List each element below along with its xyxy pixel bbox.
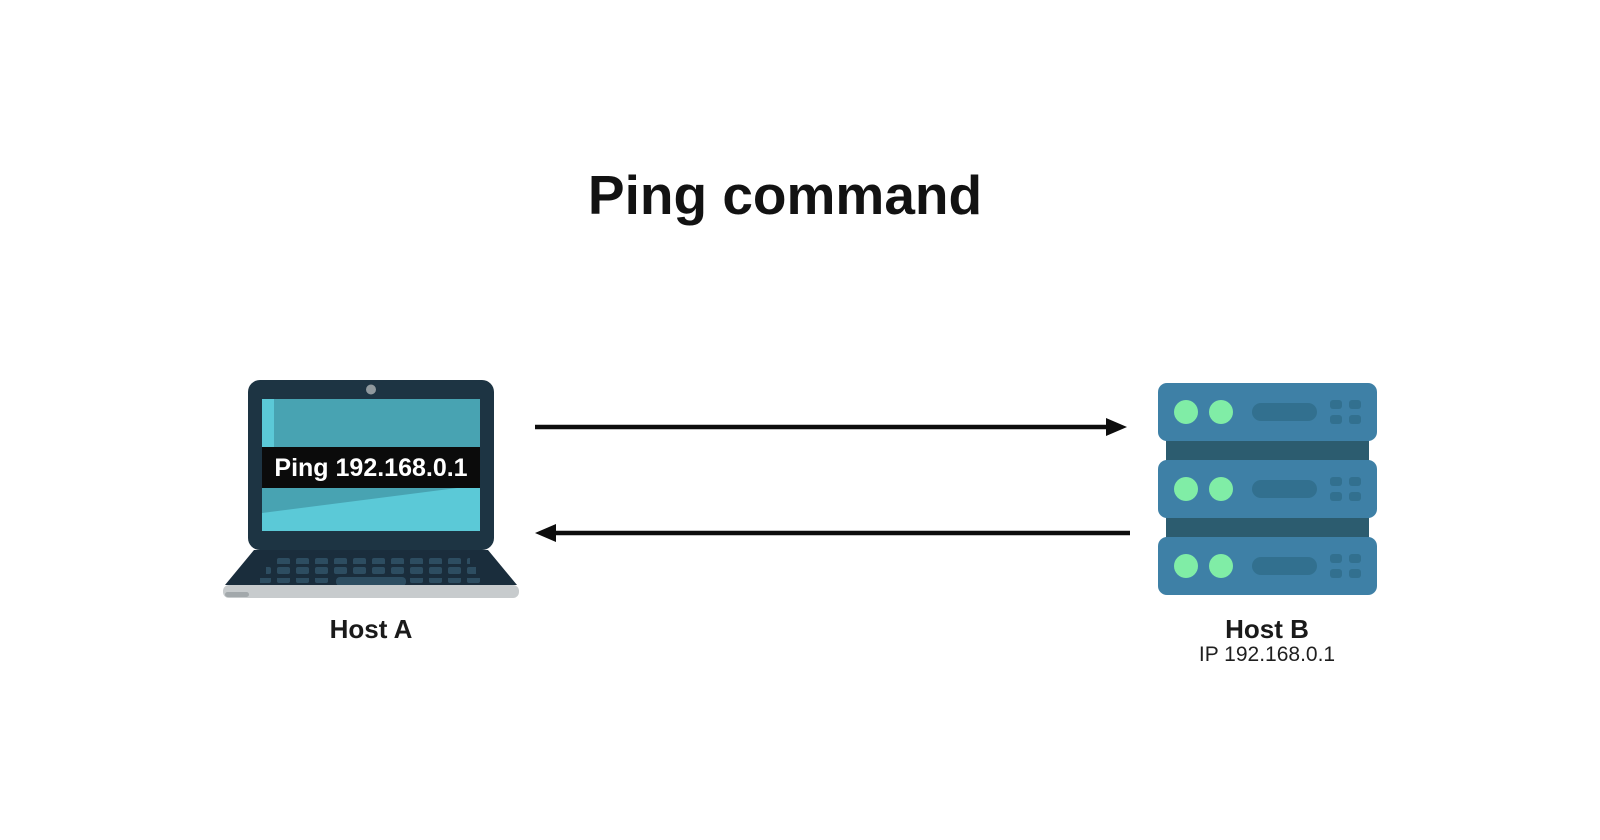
ping-request-arrowhead xyxy=(1106,418,1127,436)
server-vent-dot xyxy=(1330,554,1342,563)
laptop-bottom-edge xyxy=(223,585,519,598)
server-vent-dot xyxy=(1349,569,1361,578)
host-a-device: Ping 192.168.0.1 xyxy=(220,378,520,600)
ping-banner xyxy=(262,447,480,488)
host-b-ip: IP 192.168.0.1 xyxy=(1198,643,1336,666)
arrow-left-icon xyxy=(535,524,1130,542)
server-vent-dot xyxy=(1330,569,1342,578)
server-icon xyxy=(1158,383,1377,595)
diagram-title: Ping command xyxy=(587,164,983,226)
led-icon xyxy=(1209,554,1233,578)
laptop-icon: Ping 192.168.0.1 xyxy=(223,380,519,598)
ping-banner-text: Ping 192.168.0.1 xyxy=(274,454,467,482)
host-b-device xyxy=(1158,383,1377,595)
ping-reply-arrowhead xyxy=(535,524,556,542)
led-icon xyxy=(1174,477,1198,501)
server-slot xyxy=(1252,403,1317,421)
server-vent-dot xyxy=(1349,492,1361,501)
led-icon xyxy=(1174,554,1198,578)
server-unit xyxy=(1158,383,1377,441)
key-row xyxy=(260,578,334,586)
server-vent-dot xyxy=(1349,554,1361,563)
laptop-bottom-shadow xyxy=(225,592,249,597)
server-unit xyxy=(1158,537,1377,595)
server-vent-dot xyxy=(1349,477,1361,486)
server-vent-dot xyxy=(1330,492,1342,501)
host-b-label: Host B xyxy=(1225,614,1309,644)
key-row xyxy=(272,556,470,564)
server-vent-dot xyxy=(1349,400,1361,409)
host-a-label: Host A xyxy=(329,614,413,644)
key-row xyxy=(266,567,476,575)
server-slot xyxy=(1252,557,1317,575)
led-icon xyxy=(1209,477,1233,501)
server-slot xyxy=(1252,480,1317,498)
server-vent-dot xyxy=(1330,477,1342,486)
webcam-icon xyxy=(366,384,376,395)
ping-arrows xyxy=(520,405,1140,545)
server-unit xyxy=(1158,460,1377,518)
key-row xyxy=(408,578,482,586)
server-vent-dot xyxy=(1330,415,1342,424)
server-vent-dot xyxy=(1330,400,1342,409)
led-icon xyxy=(1209,400,1233,424)
server-vent-dot xyxy=(1349,415,1361,424)
spacebar-key xyxy=(336,577,406,586)
led-icon xyxy=(1174,400,1198,424)
arrow-right-icon xyxy=(535,418,1127,436)
